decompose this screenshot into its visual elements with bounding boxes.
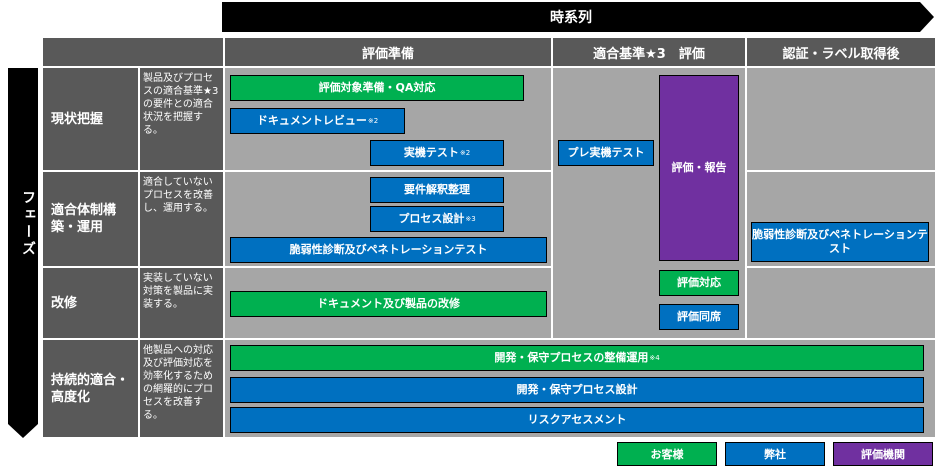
phase-title-sustain: 持続的適合・高度化 (43, 340, 138, 437)
phase-title-compliance: 適合体制構築・運用 (43, 172, 138, 266)
task-eval-attend: 評価同席 (659, 304, 739, 330)
task-device-test: 実機テスト※2 (370, 140, 504, 166)
phase-axis-arrow (8, 68, 38, 438)
legend-customer: お客様 (617, 442, 717, 466)
column-header-conformance-eval: 適合基準★3 評価 (553, 38, 745, 66)
legend-company: 弊社 (725, 442, 825, 466)
column-header-post-cert: 認証・ラベル取得後 (747, 38, 935, 66)
task-pre-test: プレ実機テスト (558, 140, 654, 166)
legend-evaluator: 評価機関 (833, 442, 933, 466)
task-req-analysis: 要件解釈整理 (370, 177, 504, 203)
phase-desc-sustain: 他製品への対応及び評価対応を効率化するための網羅的にプロセスを改善する。 (140, 340, 223, 437)
task-dev-maint-design: 開発・保守プロセス設計 (230, 377, 924, 403)
phase-title-current: 現状把握 (43, 68, 138, 170)
cell-current-post (747, 68, 935, 170)
task-dev-maint-ops: 開発・保守プロセスの整備運用※4 (230, 345, 924, 371)
phase-axis-label: フェーズ (20, 190, 36, 258)
task-vuln-pentest: 脆弱性診断及びペネトレーションテスト (230, 237, 547, 263)
task-doc-product-fix: ドキュメント及び製品の改修 (230, 291, 547, 317)
task-doc-review: ドキュメントレビュー※2 (230, 108, 405, 134)
phase-title-repair: 改修 (43, 268, 138, 338)
timeline-arrow (222, 2, 934, 32)
task-process-design: プロセス設計※3 (370, 206, 504, 232)
phase-desc-compliance: 適合していないプロセスを改善し、運用する。 (140, 172, 223, 266)
phase-desc-repair: 実装していない対策を製品に実装する。 (140, 268, 223, 338)
phase-desc-current: 製品及びプロセスの適合基準★3の要件との適合状況を把握する。 (140, 68, 223, 170)
task-eval-target-prep: 評価対象準備・QA対応 (230, 75, 524, 101)
task-eval-response: 評価対応 (659, 270, 739, 296)
task-eval-report: 評価・報告 (659, 75, 739, 261)
task-vuln-pentest-post: 脆弱性診断及びペネトレーションテスト (751, 222, 929, 262)
task-risk-assessment: リスクアセスメント (230, 407, 924, 433)
timeline-label: 時系列 (550, 10, 592, 26)
column-header-eval-prep: 評価準備 (225, 38, 551, 66)
header-corner (43, 38, 223, 66)
cell-repair-post (747, 268, 935, 338)
